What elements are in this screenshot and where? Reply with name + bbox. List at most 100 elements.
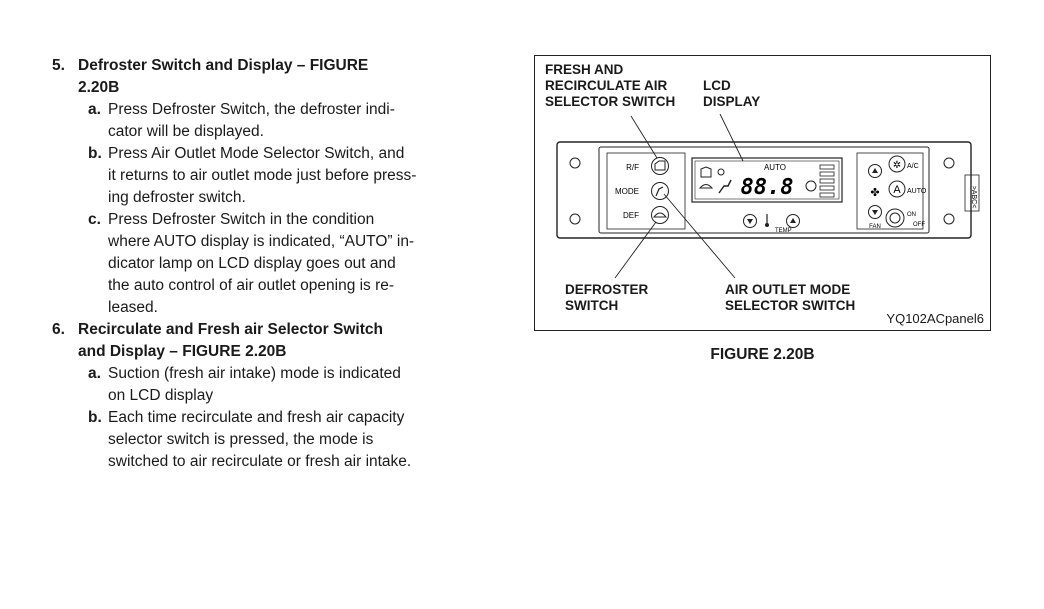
snowflake-icon: ✲	[893, 160, 901, 171]
callout-defroster-switch: DEFROSTER SWITCH	[565, 282, 649, 313]
temp-up-button	[786, 214, 800, 228]
auto-label: AUTO	[907, 188, 927, 195]
off-label: OFF	[913, 222, 925, 228]
item-letter: a.	[88, 101, 101, 118]
down-arrow-icon	[872, 210, 878, 215]
lcd-car-icon	[700, 166, 712, 178]
lcd-defroster-icon	[698, 184, 714, 189]
auto-switch-button	[888, 180, 906, 198]
section-5: 5. Defroster Switch and Display – FIGURE…	[52, 55, 502, 319]
up-arrow-icon	[790, 218, 796, 223]
leader-line-outlet	[663, 193, 736, 279]
fan-label: FAN	[869, 224, 881, 230]
section-number: 6.	[52, 321, 65, 338]
leader-line-defroster	[614, 221, 657, 279]
item-letter: a.	[88, 365, 101, 382]
defroster-icon	[652, 212, 668, 218]
lcd-temperature-digits: 88.8	[741, 175, 794, 200]
defroster-switch-button	[651, 206, 669, 224]
rf-label: R/F	[626, 163, 639, 172]
def-label: DEF	[623, 211, 639, 220]
callout-fresh-recirculate: FRESH AND RECIRCULATE AIR SELECTOR SWITC…	[545, 62, 676, 109]
list-item: c. Press Defroster Switch in the conditi…	[52, 209, 502, 319]
lcd-fan-bar	[819, 171, 835, 177]
figure-panel: >ABC< R/F MODE DEF AUTO 88.8 TEMP	[534, 55, 991, 331]
section-title-line: and Display – FIGURE 2.20B	[78, 343, 287, 360]
ac-label: A/C	[907, 163, 919, 170]
mount-hole-icon	[943, 157, 955, 169]
lcd-fan-icon	[805, 180, 817, 192]
item-line: ing defroster switch.	[108, 189, 246, 206]
power-icon	[889, 212, 901, 224]
lcd-fan-bar	[819, 178, 835, 184]
airflow-icon	[655, 186, 664, 197]
item-line: the auto control of air outlet opening i…	[108, 277, 395, 294]
item-line: it returns to air outlet mode just befor…	[108, 167, 417, 184]
lcd-airflow-icon	[718, 179, 732, 194]
rf-switch-button	[651, 157, 669, 175]
fan-icon: ✤	[870, 187, 879, 199]
lcd-fan-bar	[819, 192, 835, 198]
item-line: where AUTO display is indicated, “AUTO” …	[108, 233, 415, 250]
callout-lcd-display: LCD DISPLAY	[703, 78, 761, 109]
item-line: Press Defroster Switch, the defroster in…	[108, 101, 395, 118]
section-title-line: Recirculate and Fresh air Selector Switc…	[78, 321, 383, 338]
item-line: Press Defroster Switch in the condition	[108, 211, 375, 228]
item-line: Suction (fresh air intake) mode is indic…	[108, 365, 401, 382]
item-letter: c.	[88, 211, 101, 228]
lcd-inner	[694, 160, 840, 200]
lcd-fan-bar	[819, 185, 835, 191]
item-line: on LCD display	[108, 387, 214, 404]
side-label-box	[964, 174, 980, 212]
switch-column-frame	[606, 152, 686, 230]
section-title-line: Defroster Switch and Display – FIGURE	[78, 57, 369, 74]
instructions-column: 5. Defroster Switch and Display – FIGURE…	[52, 55, 502, 473]
list-item: b. Press Air Outlet Mode Selector Switch…	[52, 143, 502, 209]
temp-down-button	[743, 214, 757, 228]
fan-up-button	[868, 164, 882, 178]
item-line: leased.	[108, 299, 158, 316]
item-line: dicator lamp on LCD display goes out and	[108, 255, 396, 272]
car-icon	[654, 160, 666, 171]
figure-id: YQ102ACpanel6	[886, 311, 984, 326]
item-line: selector switch is pressed, the mode is	[108, 431, 374, 448]
item-line: Each time recirculate and fresh air capa…	[108, 409, 405, 426]
lcd-sun-icon	[717, 168, 725, 176]
panel-inner-frame	[598, 146, 930, 234]
item-line: cator will be displayed.	[108, 123, 264, 140]
mode-switch-button	[651, 182, 669, 200]
leader-line-fresh	[630, 115, 658, 159]
leader-line-lcd	[719, 113, 744, 162]
mount-hole-icon	[569, 213, 581, 225]
up-arrow-icon	[872, 168, 878, 173]
down-arrow-icon	[747, 219, 753, 224]
section-title: 5. Defroster Switch and Display – FIGURE…	[52, 55, 502, 99]
auto-button-letter: A	[893, 184, 901, 196]
section-6: 6. Recirculate and Fresh air Selector Sw…	[52, 319, 502, 473]
section-title-line: 2.20B	[78, 79, 120, 96]
lcd-auto-indicator: AUTO	[764, 163, 786, 172]
item-line: switched to air recirculate or fresh air…	[108, 453, 412, 470]
side-label-text: >ABC<	[970, 186, 977, 209]
panel-outer-frame	[556, 141, 972, 239]
section-title: 6. Recirculate and Fresh air Selector Sw…	[52, 319, 502, 363]
list-item: b. Each time recirculate and fresh air c…	[52, 407, 502, 473]
ac-switch-button	[888, 155, 906, 173]
section-number: 5.	[52, 57, 65, 74]
mount-hole-icon	[569, 157, 581, 169]
right-controls-frame	[856, 152, 924, 230]
control-panel-drawing: >ABC< R/F MODE DEF AUTO 88.8 TEMP	[556, 113, 980, 279]
list-item: a. Press Defroster Switch, the defroster…	[52, 99, 502, 143]
temp-label: TEMP	[775, 228, 792, 234]
on-label: ON	[907, 212, 916, 218]
item-line: Press Air Outlet Mode Selector Switch, a…	[108, 145, 405, 162]
figure-caption: FIGURE 2.20B	[710, 346, 815, 363]
mount-hole-icon	[943, 213, 955, 225]
power-switch-button	[885, 208, 905, 228]
item-letter: b.	[88, 409, 102, 426]
fan-down-button	[868, 205, 882, 219]
callout-air-outlet-mode: AIR OUTLET MODE SELECTOR SWITCH	[725, 282, 856, 313]
lcd-fan-bar	[819, 164, 835, 170]
thermometer-bulb-icon	[765, 223, 769, 227]
lcd-frame	[691, 157, 843, 203]
